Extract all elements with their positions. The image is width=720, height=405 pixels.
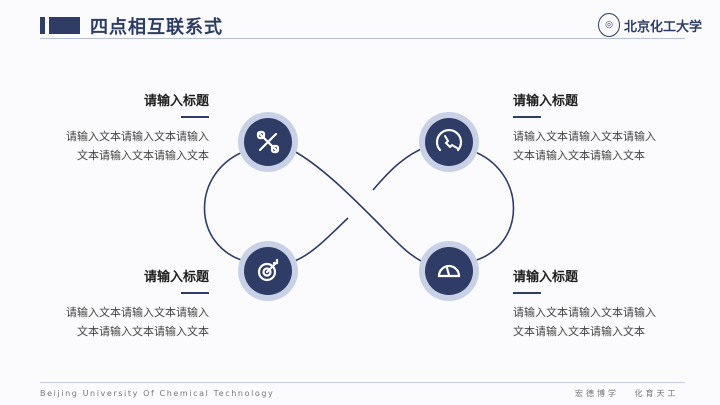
block-text: 请输入文本请输入文本请输入 — [513, 306, 656, 319]
target-icon — [257, 258, 279, 282]
page-title: 四点相互联系式 — [90, 17, 223, 38]
info-block-top-left: 请输入标题 请输入文本请输入文本请输入 文本请输入文本请输入文本 — [29, 90, 209, 165]
block-text: 文本请输入文本请输入文本 — [77, 149, 209, 162]
footer-university-name: Beijing University Of Chemical Technolog… — [40, 389, 275, 398]
block-text: 文本请输入文本请输入文本 — [77, 325, 209, 338]
logo-text: 北京化工大学 — [624, 19, 703, 35]
diagonal-lower — [291, 217, 349, 263]
diagonal-upper — [372, 145, 429, 191]
info-block-bottom-left: 请输入标题 请输入文本请输入文本请输入 文本请输入文本请输入文本 — [29, 266, 209, 341]
block-text: 请输入文本请输入文本请输入 — [66, 130, 209, 143]
title-accent-bar — [40, 17, 45, 34]
block-title: 请输入标题 — [513, 270, 579, 285]
university-logo: ◎ 北京化工大学 — [598, 13, 702, 37]
right-loop — [469, 149, 515, 263]
seal-icon: ◎ — [598, 13, 620, 37]
title-accent-block — [49, 17, 80, 34]
left-loop — [203, 149, 249, 263]
phone-icon — [435, 128, 463, 152]
block-title: 请输入标题 — [513, 94, 579, 109]
block-text: 请输入文本请输入文本请输入 — [66, 306, 209, 319]
speedometer-icon — [437, 264, 461, 278]
title-underline — [513, 116, 541, 118]
footer-motto: 宏德博学 化育天工 — [575, 389, 679, 398]
node-2 — [425, 118, 473, 166]
footer-divider — [40, 382, 685, 383]
block-text: 文本请输入文本请输入文本 — [513, 325, 645, 338]
info-block-top-right: 请输入标题 请输入文本请输入文本请输入 文本请输入文本请输入文本 — [513, 90, 693, 165]
link-icon — [256, 130, 280, 154]
info-block-bottom-right: 请输入标题 请输入文本请输入文本请输入 文本请输入文本请输入文本 — [513, 266, 693, 341]
block-text: 文本请输入文本请输入文本 — [513, 149, 645, 162]
block-text: 请输入文本请输入文本请输入 — [513, 130, 656, 143]
diagonal-main — [291, 149, 431, 266]
header-divider — [40, 38, 685, 39]
block-title: 请输入标题 — [143, 270, 209, 285]
title-underline — [181, 116, 209, 118]
title-underline — [181, 292, 209, 294]
title-underline — [513, 292, 541, 294]
block-title: 请输入标题 — [143, 94, 209, 109]
